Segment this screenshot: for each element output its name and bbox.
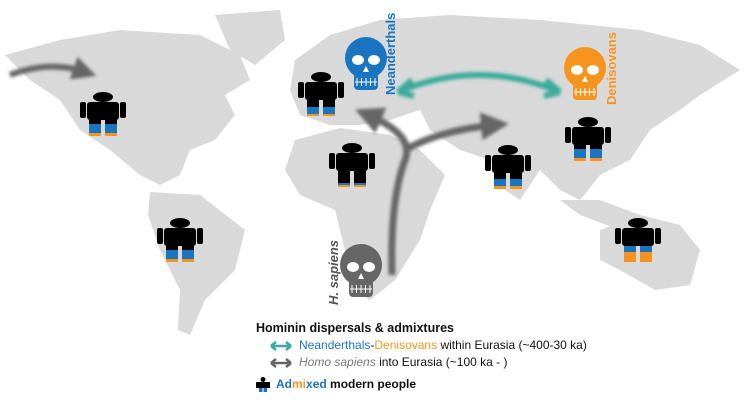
arrows	[8, 56, 562, 276]
south-america	[148, 192, 245, 335]
person-icon-east-asia	[565, 117, 611, 161]
legend-dash: -	[370, 338, 375, 352]
person-icon-south-asia	[485, 145, 531, 189]
neanderthal-denisovan-arrow	[396, 72, 562, 95]
legend-homo-sapiens: Homo sapiens	[299, 355, 376, 369]
legend-xed: xed	[306, 377, 327, 391]
neanderthal-skull-icon	[345, 37, 387, 90]
legend-admixed: Admixed modern people	[256, 376, 587, 393]
legend-title: Hominin dispersals & admixtures	[256, 321, 454, 335]
legend: Hominin dispersals & admixtures Neandert…	[256, 320, 587, 393]
sapiens-dispersal-arrow	[355, 107, 411, 276]
sapiens-label: H. sapiens	[326, 239, 341, 305]
denisovans-label: Denisovans	[604, 32, 619, 105]
legend-row-neanderthal-denisovan: Neanderthals-Denisovans within Eurasia (…	[268, 337, 587, 354]
legend-denisovans: Denisovans	[374, 338, 438, 352]
person-icon-north-america	[80, 92, 126, 136]
legend-row1-text: within Eurasia (~400-30 ka)	[440, 338, 587, 352]
legend-ad: Ad	[276, 377, 292, 391]
legend-mi: mi	[292, 377, 307, 391]
grey-double-arrow-icon	[270, 357, 292, 368]
person-icon-europe	[298, 72, 344, 116]
teal-double-arrow-icon	[270, 340, 292, 351]
person-icon	[256, 376, 270, 392]
denisovan-skull-icon	[564, 47, 606, 100]
neanderthals-label: Neanderthals	[383, 12, 398, 95]
legend-admixed-text: modern people	[330, 377, 417, 391]
admixed-people	[80, 72, 661, 262]
legend-neanderthals: Neanderthals	[299, 338, 371, 352]
americas-dispersal-arrow	[8, 56, 97, 80]
sapiens-asia-arrow	[403, 112, 509, 154]
legend-row-sapiens: Homo sapiens into Eurasia (~100 ka - )	[268, 354, 587, 371]
legend-row2-text: into Eurasia (~100 ka - )	[379, 355, 508, 369]
person-icon-south-america	[157, 218, 203, 262]
sapiens-skull-icon	[340, 244, 382, 297]
north-america	[5, 30, 250, 185]
person-icon-africa	[329, 143, 375, 187]
person-icon-oceania	[615, 218, 661, 262]
greenland	[215, 10, 285, 65]
eurasia	[290, 15, 740, 200]
skulls	[340, 37, 606, 297]
